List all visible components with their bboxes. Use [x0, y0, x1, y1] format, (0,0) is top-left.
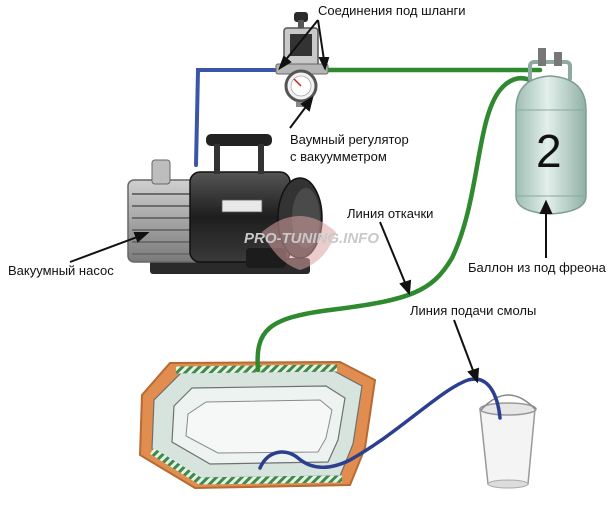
- watermark: PRO-TUNING.INFO: [244, 216, 379, 270]
- label-vacuum-pump: Вакуумный насос: [8, 263, 114, 278]
- annotation-arrows: [69, 19, 553, 384]
- watermark-text: PRO-TUNING.INFO: [244, 230, 379, 247]
- label-resin-feed-line: Линия подачи смолы: [410, 303, 536, 318]
- resin-bucket: [479, 394, 537, 489]
- label-vacuum-regulator-line2: с вакуумметром: [290, 149, 387, 164]
- cylinder-number: 2: [536, 125, 562, 177]
- resin-mold: [138, 360, 377, 490]
- vacuum-regulator: [275, 12, 329, 107]
- label-pumping-line: Линия откачки: [347, 206, 433, 221]
- pump-hose: [194, 68, 284, 167]
- pumping-hose: [255, 67, 543, 373]
- label-freon-cylinder: Баллон из под фреона: [468, 260, 607, 275]
- label-vacuum-regulator-line1: Ваумный регулятор: [290, 132, 409, 147]
- freon-cylinder: 2: [515, 48, 587, 215]
- resin-feed-hose: [258, 377, 502, 470]
- label-hose-connections: Соединения под шланги: [318, 3, 466, 18]
